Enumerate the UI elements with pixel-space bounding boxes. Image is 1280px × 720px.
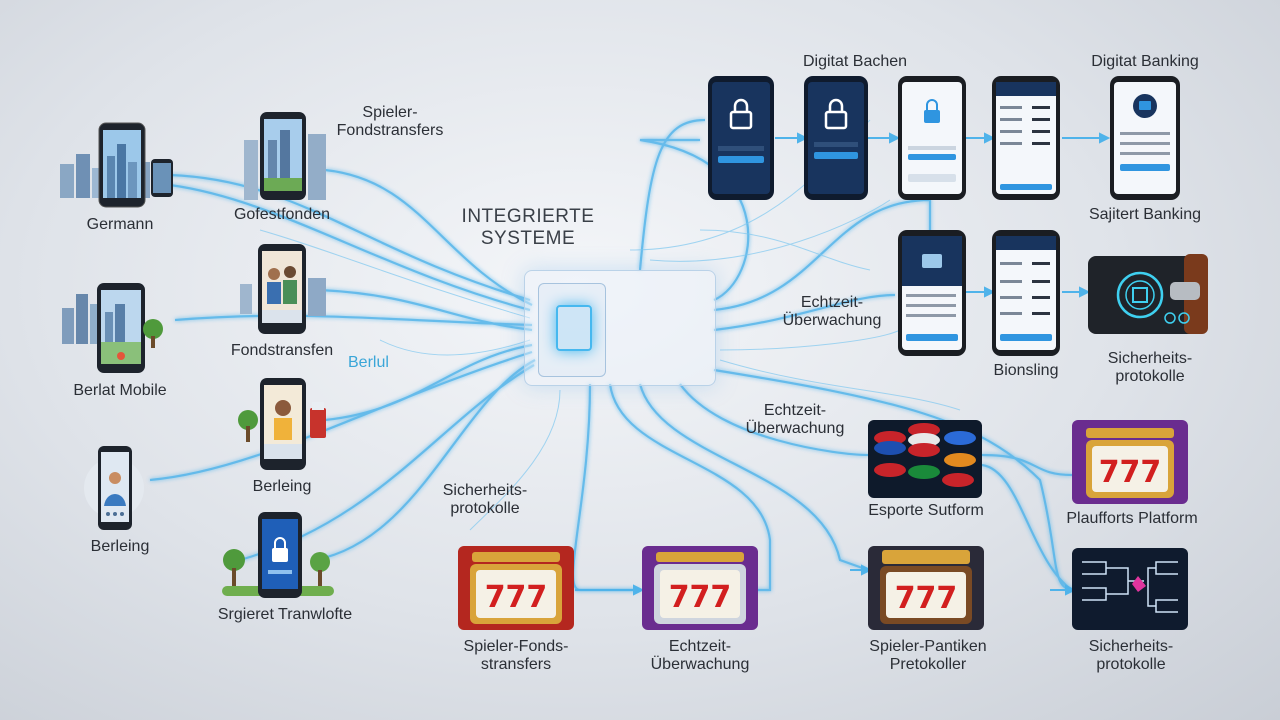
label-echtzeit-2: Echtzeit- Überwachung bbox=[745, 402, 845, 437]
label-germann: Germann bbox=[86, 216, 154, 233]
smartphone-icon bbox=[97, 283, 145, 373]
label-digitat-bachen: Digitat Bachen bbox=[802, 53, 908, 70]
label-sajitert-banking: Sajitert Banking bbox=[1088, 206, 1202, 223]
label-esporte: Esporte Sutform bbox=[868, 502, 984, 519]
casino-chips-icon bbox=[868, 420, 982, 498]
smartphone-icon bbox=[992, 230, 1060, 356]
smartphone-icon bbox=[98, 122, 146, 208]
tree-icon bbox=[143, 319, 163, 348]
slot-machine-icon: 777 bbox=[1072, 420, 1188, 504]
label-sicherheits-2: Sicherheits- protokolle bbox=[442, 482, 528, 517]
smartphone-icon bbox=[804, 76, 868, 200]
label-sicherheits-bottom: Sicherheits- protokolle bbox=[1088, 638, 1174, 673]
smartphone-icon bbox=[708, 76, 774, 200]
label-berlat-mobile: Berlat Mobile bbox=[73, 382, 167, 399]
hub-chip bbox=[538, 283, 606, 377]
avatar bbox=[84, 446, 144, 530]
slot-machine-icon: 777 bbox=[458, 546, 574, 630]
diagram-title: INTEGRIERTE SYSTEME bbox=[461, 206, 595, 249]
label-srgieret: Srgieret Tranwlofte bbox=[217, 606, 353, 623]
slot-machine-icon: 777 bbox=[642, 546, 758, 630]
label-sicherheits-1: Sicherheits- protokolle bbox=[1107, 350, 1193, 385]
label-berleing-left: Berleing bbox=[90, 538, 150, 555]
accent-label: Berlul bbox=[348, 354, 389, 371]
label-echtzeit-1: Echtzeit- Überwachung bbox=[782, 294, 882, 329]
label-bionsling: Bionsling bbox=[993, 362, 1059, 379]
label-fondstransfen: Fondstransfen bbox=[230, 342, 334, 359]
tournament-bracket-icon bbox=[1072, 548, 1188, 630]
slot-machine-icon: 777 bbox=[868, 546, 984, 630]
smartphone-icon bbox=[222, 512, 334, 598]
label-plaufforts: Plaufforts Platform bbox=[1066, 510, 1198, 527]
wallet-icon bbox=[1088, 254, 1208, 334]
smartphone-icon bbox=[240, 244, 326, 334]
slot-symbol: 777 bbox=[895, 581, 958, 616]
smartphone-icon bbox=[992, 76, 1060, 200]
slot-symbol: 777 bbox=[485, 580, 548, 615]
smartphone-icon bbox=[244, 112, 326, 200]
label-gofestfonden: Gofestfonden bbox=[233, 206, 331, 223]
smartphone-icon bbox=[898, 76, 966, 200]
label-digitat-banking: Digitat Banking bbox=[1091, 53, 1199, 70]
hub-core-icon bbox=[556, 305, 592, 351]
smartphone-icon bbox=[1110, 76, 1180, 200]
label-spieler-bottom: Spieler-Fonds- stransfers bbox=[463, 638, 569, 673]
label-berleing-mid: Berleing bbox=[252, 478, 312, 495]
label-echtzeit-bottom: Echtzeit- Überwachung bbox=[650, 638, 750, 673]
slot-symbol: 777 bbox=[1099, 455, 1162, 490]
smartphone-icon bbox=[238, 378, 326, 470]
smartphone-icon bbox=[898, 230, 966, 356]
smartphone-icon bbox=[151, 159, 173, 197]
label-spieler-fondstransfers-top: Spieler- Fondstransfers bbox=[336, 104, 444, 139]
label-spieler-pretokoller: Spieler-Pantiken Pretokoller bbox=[869, 638, 987, 673]
slot-symbol: 777 bbox=[669, 580, 732, 615]
